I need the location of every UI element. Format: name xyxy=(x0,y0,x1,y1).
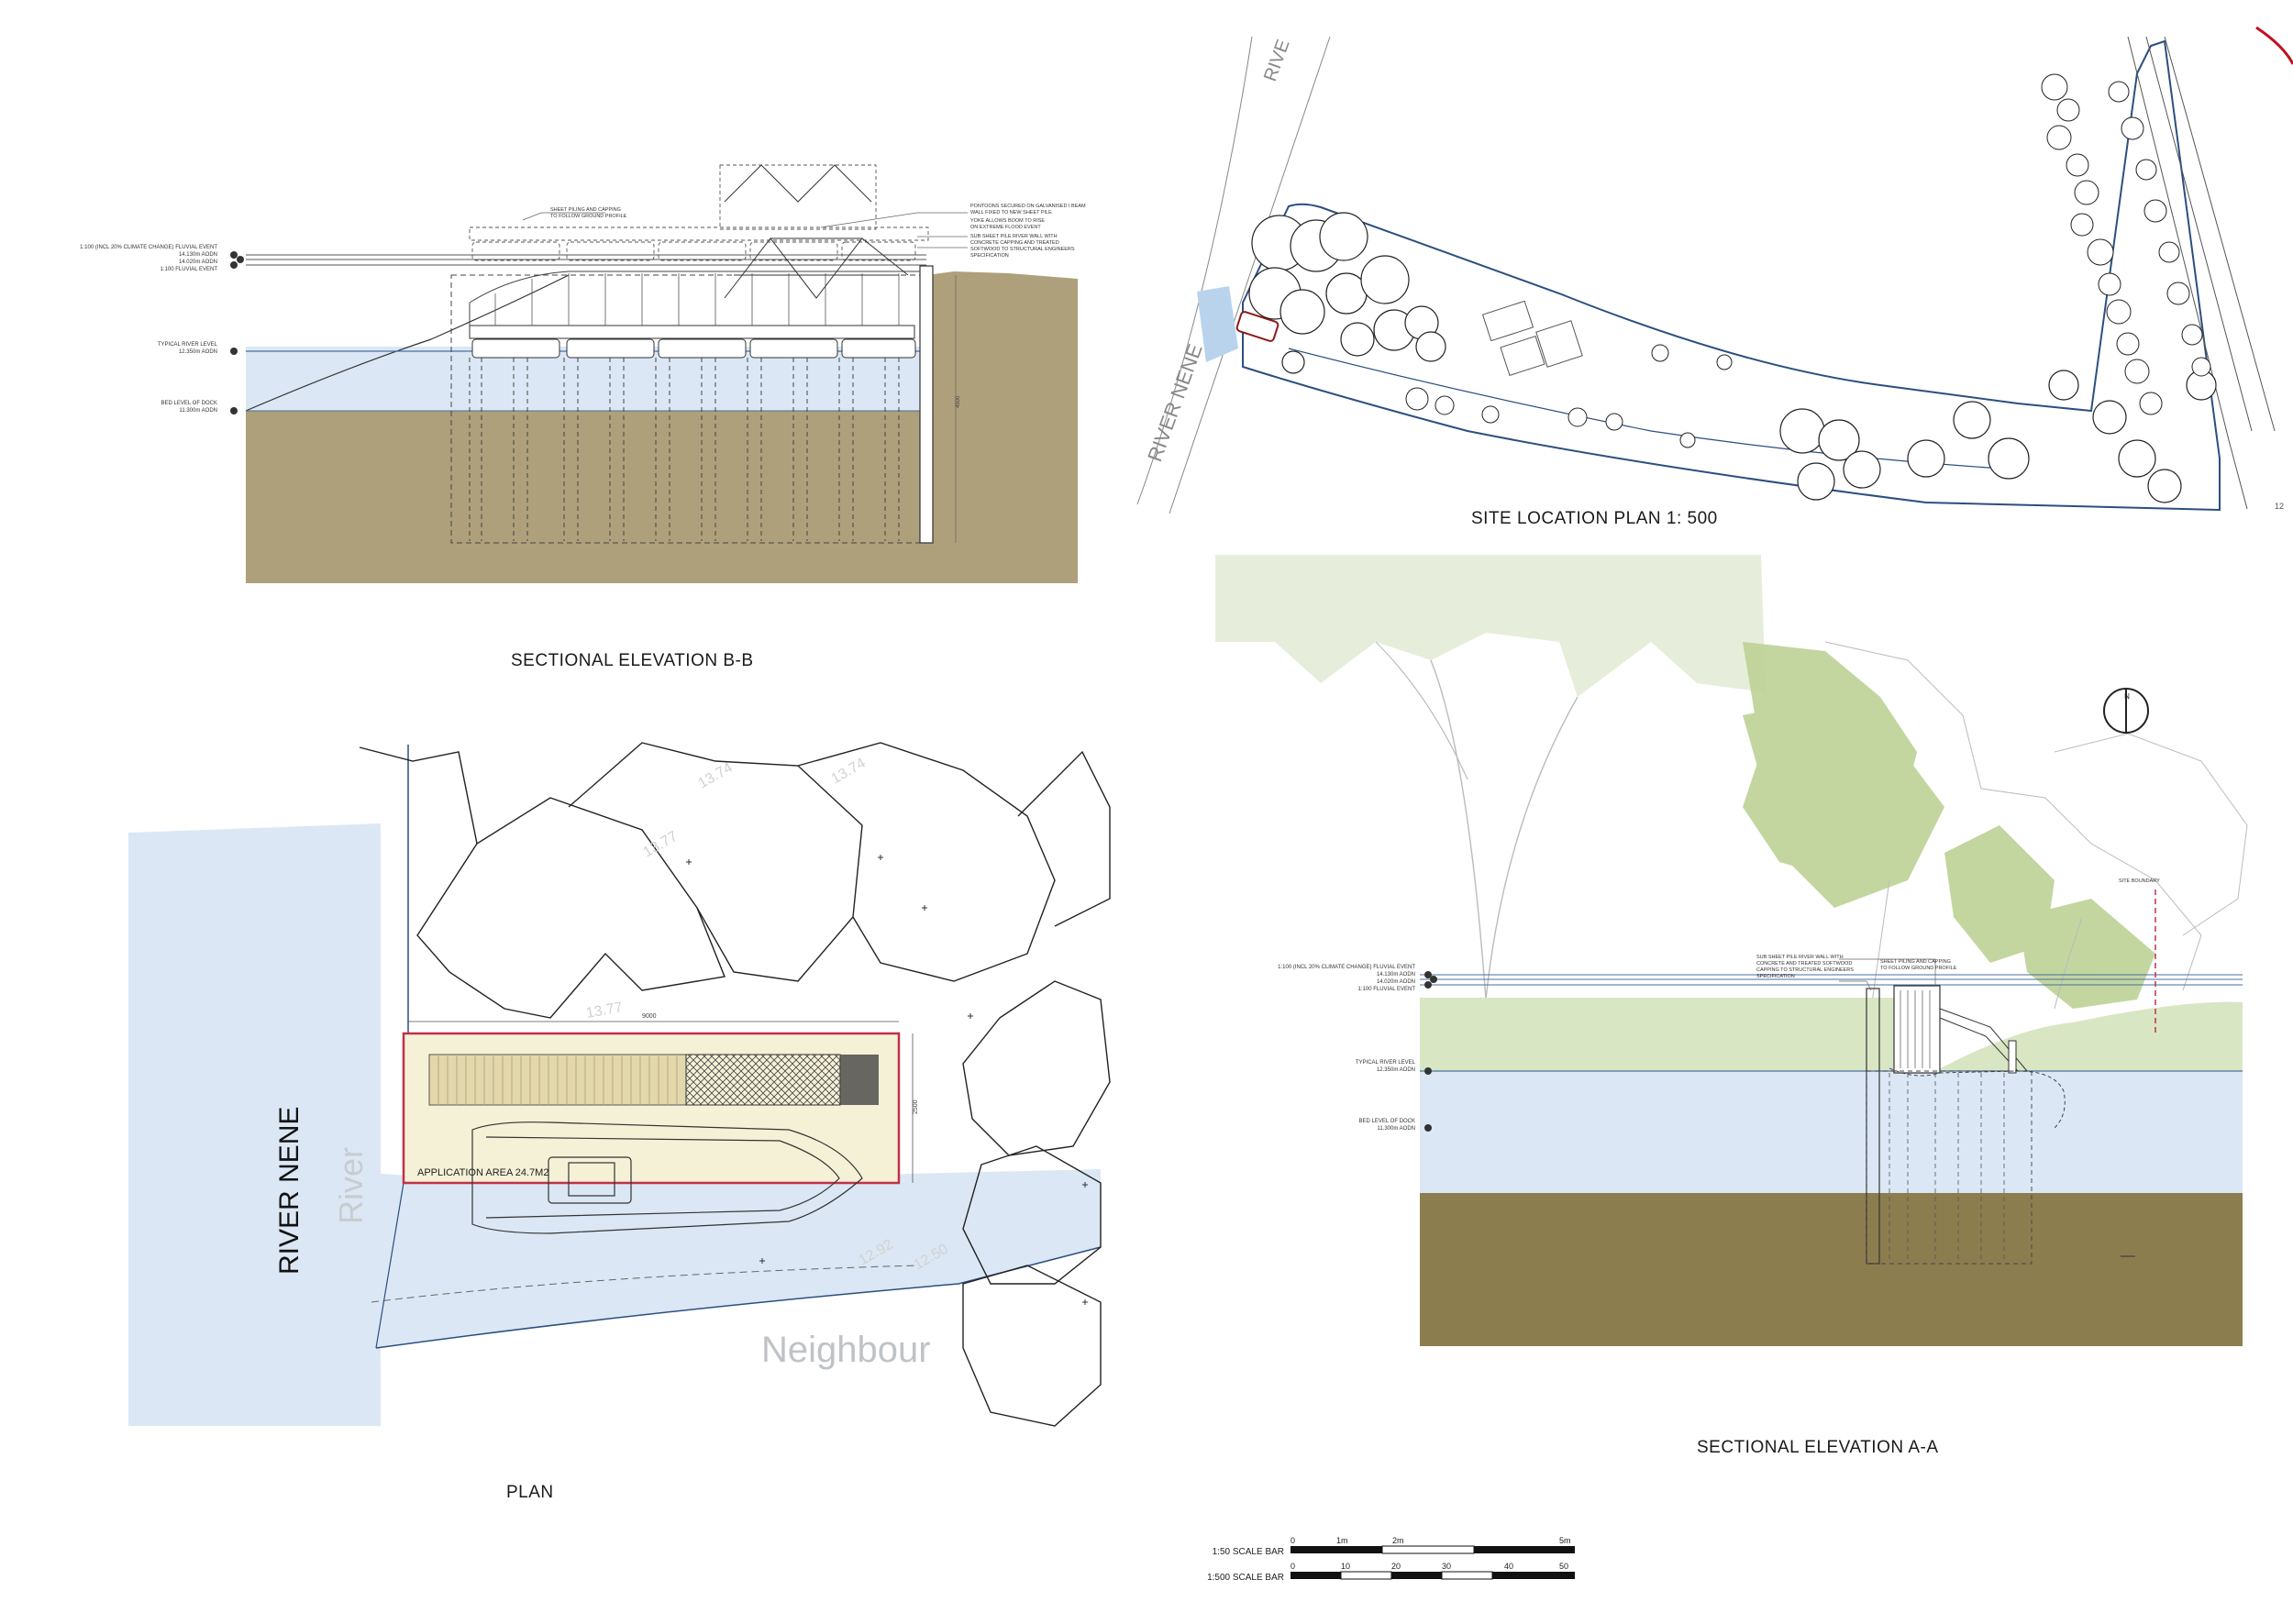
section-bb: 4500 1:100 (INCL 20% CLIMATE CHANGE) FLU… xyxy=(80,164,1086,583)
bb-note-pontoon-2: WALL FIXED TO NEW SHEET PILE xyxy=(970,210,1052,215)
bb-flood-climate-value: 14.130m AODN xyxy=(179,252,217,258)
plan-river-label: RIVER NENE xyxy=(274,1107,305,1275)
site-hedge-trees xyxy=(1405,73,2211,448)
aa-note-boundary: SITE BOUNDARY xyxy=(2119,878,2160,884)
bb-flood-climate: 1:100 (INCL 20% CLIMATE CHANGE) FLUVIAL … xyxy=(80,245,217,250)
scale-50-tick-3: 5m xyxy=(1559,1536,1571,1545)
plan-view: 9000 2500 APPLICATION AREA 24.7M2 RIVER … xyxy=(128,742,1111,1427)
section-bb-level-markers xyxy=(230,251,244,414)
plan-spot-1: 13.74 xyxy=(696,760,736,792)
bb-bed-level-value: 11.300m AODN xyxy=(179,408,217,414)
aa-background-canopy xyxy=(1215,555,1766,697)
site-river-water xyxy=(1197,286,1238,362)
plan-tree-canopies xyxy=(359,742,1111,1427)
aa-note-wall-2: CONCRETE AND TREATED SOFTWOOD xyxy=(1756,961,1852,967)
section-bb-dim: 4500 xyxy=(956,395,961,408)
bb-note-pontoon-3: YOKE ALLOWS BOOM TO RISE xyxy=(970,218,1045,224)
plan-dim-width: 2500 xyxy=(913,1099,919,1114)
bb-note-pontoon-1: PONTOONS SECURED ON GALVANISED I BEAM xyxy=(970,204,1086,209)
aa-flood-climate: 1:100 (INCL 20% CLIMATE CHANGE) FLUVIAL … xyxy=(1278,965,1415,970)
scale-500-tick-1: 10 xyxy=(1341,1562,1350,1571)
bb-typical-river: TYPICAL RIVER LEVEL xyxy=(158,342,218,348)
bb-note-piling: SHEET PILING AND CAPPING xyxy=(550,207,621,213)
aa-note-piling-2: TO FOLLOW GROUND PROFILE xyxy=(1880,966,1957,971)
scale-500-tick-5: 50 xyxy=(1559,1562,1568,1571)
bb-note-piling-2: TO FOLLOW GROUND PROFILE xyxy=(550,214,627,219)
bb-note-wall-4: SPECIFICATION xyxy=(970,253,1009,259)
site-sheet-no: 12 xyxy=(2275,502,2284,511)
aa-level-2: 14.020m AODN xyxy=(1377,979,1415,985)
scale-500-tick-4: 40 xyxy=(1504,1562,1513,1571)
plan-survey-points xyxy=(674,855,1088,1305)
title-section-bb: SECTIONAL ELEVATION B-B xyxy=(511,651,754,670)
title-site-plan: SITE LOCATION PLAN 1: 500 xyxy=(1471,509,1718,528)
aa-flood-climate-value: 14.130m AODN xyxy=(1377,972,1415,978)
aa-note-wall-4: SPECIFICATION xyxy=(1756,974,1795,979)
bb-typical-river-value: 12.350m AODN xyxy=(179,349,217,355)
plan-boat xyxy=(471,1121,863,1234)
site-river-label: RIVER NENE xyxy=(1143,341,1206,465)
bb-level-2: 14.020m AODN xyxy=(179,260,217,265)
scale-500-tick-0: 0 xyxy=(1291,1562,1295,1571)
plan-application-boundary xyxy=(402,1032,901,1185)
aa-note-wall-3: CAPPING TO STRUCTURAL ENGINEERS xyxy=(1756,967,1854,973)
aa-bed-level-value: 11.300m AODN xyxy=(1377,1126,1415,1132)
aa-note-wall-1: SUB SHEET PILE RIVER WALL WITH xyxy=(1756,955,1844,960)
scale-50-tick-0: 0 xyxy=(1291,1536,1295,1545)
section-bb-ground xyxy=(246,271,1078,583)
aa-flood-1in100: 1:100 FLUVIAL EVENT xyxy=(1358,987,1416,992)
aa-tree-outlines xyxy=(1824,641,2248,1010)
section-aa: N 1:100 (INCL 20% CLIMATE CHANGE) FLUVIA… xyxy=(1215,555,2248,1346)
aa-note-piling-1: SHEET PILING AND CAPPING xyxy=(1880,959,1951,965)
scale-50-tick-1: 1m xyxy=(1336,1536,1348,1545)
north-label: N xyxy=(2124,692,2130,701)
site-river-top: RIVE xyxy=(1260,37,1294,83)
scale-bar-500-label: 1:500 SCALE BAR xyxy=(1207,1573,1284,1583)
plan-river xyxy=(128,823,381,1426)
bb-note-wall-1: SUB SHEET PILE RIVER WALL WITH xyxy=(970,234,1058,239)
title-section-aa: SECTIONAL ELEVATION A-A xyxy=(1697,1438,1939,1457)
scale-bar-50-label: 1:50 SCALE BAR xyxy=(1213,1547,1284,1557)
plan-neighbour: Neighbour xyxy=(761,1330,931,1370)
bb-bed-level: BED LEVEL OF DOCK xyxy=(161,401,217,406)
title-plan: PLAN xyxy=(506,1483,554,1502)
plan-spot-4: 13.77 xyxy=(585,1000,624,1022)
plan-dim-length: 9000 xyxy=(642,1013,657,1020)
bb-flood-1in100: 1:100 FLUVIAL EVENT xyxy=(161,267,218,272)
scale-500-tick-2: 20 xyxy=(1391,1562,1401,1571)
aa-typical-river: TYPICAL RIVER LEVEL xyxy=(1356,1060,1416,1066)
bb-note-wall-2: CONCRETE CAPPING AND TREATED xyxy=(970,240,1059,246)
bb-note-wall-3: SOFTWOOD TO STRUCTURAL ENGINEERS xyxy=(970,247,1075,252)
site-location-plan: RIVER NENE RIVE 12 xyxy=(1136,26,2293,514)
aa-pontoon xyxy=(1893,985,1941,1074)
plan-inlet xyxy=(376,1169,1101,1348)
plan-river-text: River xyxy=(332,1147,370,1224)
scale-50-tick-2: 2m xyxy=(1392,1536,1404,1545)
bb-note-pontoon-4: ON EXTREME FLOOD EVENT xyxy=(970,225,1041,230)
aa-typical-river-value: 12.350m AODN xyxy=(1377,1067,1415,1073)
aa-level-markers xyxy=(1424,971,1437,1132)
aa-bed-level: BED LEVEL OF DOCK xyxy=(1359,1119,1415,1124)
scale-bars: 1:50 SCALE BAR 0 1m 2m 5m 1:500 SCALE BA… xyxy=(1207,1536,1575,1583)
site-trees xyxy=(1248,212,2217,503)
aa-foliage xyxy=(1743,642,2155,1009)
aa-ground xyxy=(1420,1193,2243,1346)
plan-application-area: APPLICATION AREA 24.7M2 xyxy=(417,1167,548,1178)
plan-spot-2: 13.74 xyxy=(829,756,869,788)
scale-500-tick-3: 30 xyxy=(1442,1562,1451,1571)
